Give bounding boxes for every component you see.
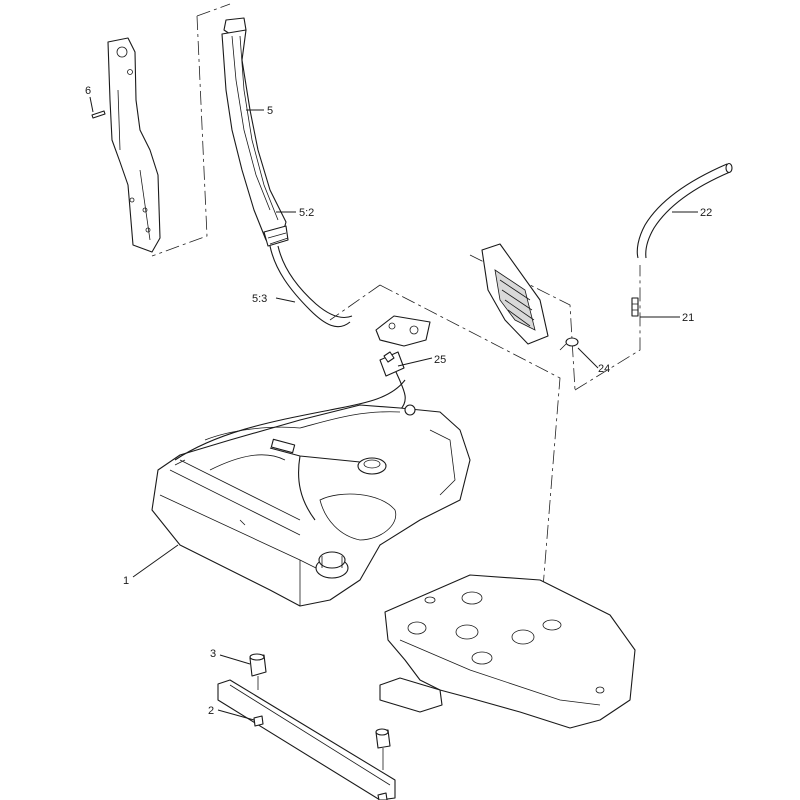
- fitting-21-part: [631, 297, 639, 317]
- filler-neck-part: [221, 17, 289, 247]
- bumper-right-part: [375, 728, 391, 770]
- screw-part: [89, 96, 106, 119]
- callout-6: 6: [85, 85, 91, 97]
- valve-25-part: [379, 351, 406, 411]
- heat-shield-part: [481, 243, 549, 345]
- callout-5: 5: [267, 105, 273, 117]
- callout-24: 24: [598, 363, 610, 375]
- phantom-frame-right: [329, 284, 561, 601]
- clip-24-part: [559, 337, 579, 351]
- callout-5-3: 5:3: [252, 293, 267, 305]
- vent-hose-part: [269, 245, 353, 328]
- bumper-3-part: [249, 653, 267, 690]
- mount-bracket-part: [375, 315, 431, 347]
- callout-25: 25: [434, 354, 446, 366]
- callout-5-2: 5:2: [299, 207, 314, 219]
- nut-right-part: [377, 792, 388, 800]
- bracket-part: [107, 37, 161, 253]
- callout-3: 3: [210, 648, 216, 660]
- floor-pan-part: [379, 574, 636, 729]
- callout-22: 22: [700, 207, 712, 219]
- fuel-tank-part: [151, 379, 471, 607]
- hose-22-part: [636, 162, 733, 259]
- mounting-strap-part: [217, 679, 396, 800]
- callout-1: 1: [123, 575, 129, 587]
- phantom-frame-left: [151, 3, 231, 257]
- callout-2: 2: [208, 705, 214, 717]
- nut-2-part: [253, 715, 264, 727]
- leader-lines: [132, 109, 698, 721]
- callout-21: 21: [682, 312, 694, 324]
- callout-labels: 6 5 5:2 5:3 22 21 24 25 1 3 2: [85, 85, 712, 717]
